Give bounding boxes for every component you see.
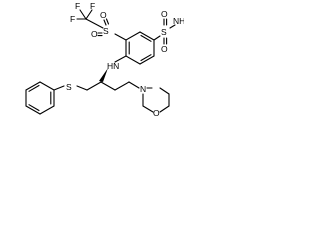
phenyl-double-3	[28, 84, 40, 92]
atom-labels: F F F S O O S O O NH2 HN S N O	[66, 1, 184, 118]
ring-bond-bottom-left	[125, 55, 141, 65]
stereo-wedge	[99, 68, 108, 82]
morpholine-bond-5	[159, 87, 170, 95]
atom-amine-hn: HN	[107, 61, 119, 71]
bonds	[25, 9, 176, 115]
bond-chiral-to-ch2-right	[100, 81, 116, 91]
phenyl-bond-2	[39, 105, 55, 115]
ring-bond-top-right	[139, 31, 155, 41]
phenyl-double-2	[28, 104, 40, 112]
morpholine-bond-3	[159, 105, 170, 113]
ring-bond-bottom-right	[139, 55, 155, 65]
bond-s-to-phenyl	[53, 85, 65, 91]
atom-thioether-s: S	[66, 82, 72, 92]
ring-double-bond-2	[140, 54, 152, 62]
atom-morpholine-o: O	[153, 108, 160, 118]
phenyl-bond-3	[25, 105, 41, 115]
atom-f-top-right: F	[90, 1, 95, 11]
phenyl-bond-5	[25, 81, 41, 91]
bond-sulfonamide-n	[169, 24, 176, 29]
atom-f-top-left: F	[75, 1, 80, 11]
bond-sulfonyl-o-1	[103, 19, 107, 26]
molecule-structure-diagram: F F F S O O S O O NH2 HN S N O	[25, 1, 184, 118]
ring-double-bond-1	[140, 34, 152, 42]
atom-sulfonamide-nh2: NH2	[173, 16, 184, 28]
bond-sulfonyl-to-cf3	[85, 18, 104, 29]
ring-bond-top-left	[125, 31, 141, 41]
bond-ch2-to-n	[128, 81, 140, 89]
bond-ring-to-nh	[114, 55, 127, 63]
bond-chiral-to-ch2-left	[86, 81, 102, 91]
atom-sulfonyl-o-2: O	[91, 29, 98, 39]
phenyl-bond-6	[39, 81, 55, 91]
morpholine-bond-2	[142, 105, 154, 113]
atom-sulfonamide-s: S	[161, 27, 167, 37]
atom-f-left: F	[70, 14, 75, 24]
atom-sulfonyl-o-1: O	[100, 10, 107, 20]
bond-ring-to-sulfonamide	[153, 35, 161, 41]
atom-sulfonamide-o-top: O	[161, 9, 168, 19]
bond-ch2-to-ch2	[114, 81, 130, 91]
atom-morpholine-n: N	[140, 84, 146, 94]
bond-ch2-to-s	[76, 85, 88, 91]
atom-sulfonamide-o-bottom: O	[161, 44, 168, 54]
bond-c-f-top-right	[85, 9, 93, 20]
bond-c-f-top-left	[79, 9, 87, 20]
bond-ring-to-sulfonyl	[114, 33, 127, 41]
atom-sulfonyl-s: S	[103, 26, 109, 36]
bond-sulfonyl-o-1b	[105, 18, 110, 25]
